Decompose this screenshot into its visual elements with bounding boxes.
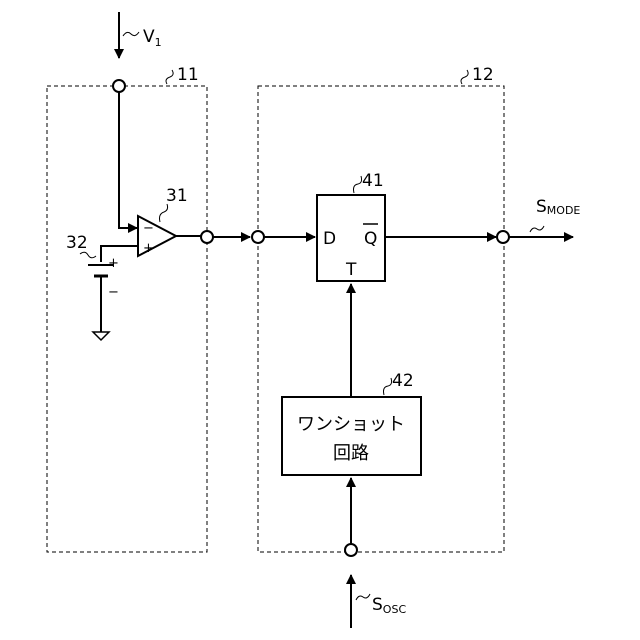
flipflop-q-label: Q <box>364 229 377 249</box>
smode-leader <box>530 226 544 232</box>
ground-icon <box>93 332 109 340</box>
flipflop-41-leader <box>354 176 362 193</box>
flipflop-t-label: T <box>345 260 357 280</box>
battery-32-label: 32 <box>66 233 88 253</box>
battery-wire-top <box>101 246 138 262</box>
sosc-terminal <box>345 544 357 556</box>
smode-label: SMODE <box>536 197 580 217</box>
oneshot-42-leader <box>384 378 392 395</box>
flipflop-41-label: 41 <box>362 171 384 191</box>
flipflop-d-label: D <box>323 229 336 249</box>
block-12-boundary <box>258 86 504 552</box>
comparator-31-label: 31 <box>166 186 188 206</box>
sosc-leader <box>356 594 370 600</box>
block-12-label: 12 <box>472 65 494 85</box>
comparator-31-leader <box>160 204 168 222</box>
oneshot-42-label: 42 <box>392 371 414 391</box>
block-12-input-terminal <box>252 231 264 243</box>
block-11-boundary <box>47 86 207 552</box>
block-11-output-terminal <box>201 231 213 243</box>
block-12-output-terminal <box>497 231 509 243</box>
sosc-label: SOSC <box>372 595 406 616</box>
comparator-minus-sign: − <box>143 221 154 236</box>
block-11-label: 11 <box>177 65 199 85</box>
battery-plus-sign: + <box>108 256 119 271</box>
oneshot-line1: ワンショット <box>297 414 405 435</box>
block-12-leader <box>461 70 468 84</box>
comparator-plus-sign: + <box>143 241 154 256</box>
v1-label: V1 <box>143 27 162 49</box>
battery-32-leader <box>80 252 96 258</box>
oneshot-line2: 回路 <box>333 443 369 464</box>
block-11-leader <box>166 70 173 84</box>
v1-terminal <box>113 80 125 92</box>
v1-wire <box>119 92 134 228</box>
battery-minus-sign: − <box>108 285 119 300</box>
v1-leader <box>123 32 139 36</box>
